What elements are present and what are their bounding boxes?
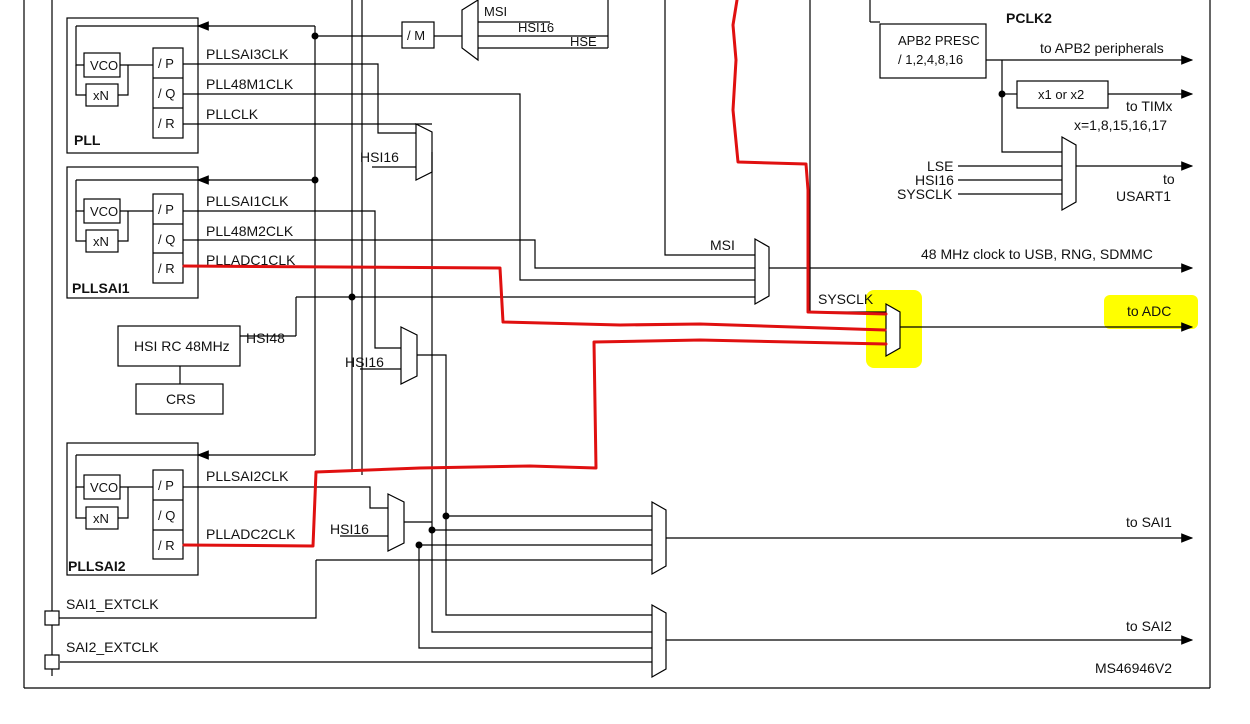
usart-to-label: to [1163, 171, 1175, 187]
apb2-presc-values: / 1,2,4,8,16 [898, 52, 963, 67]
pllsai1-block: VCO xN / P / Q / R PLLSAI1 [66, 166, 315, 299]
usb-output-label: 48 MHz clock to USB, RNG, SDMMC [921, 246, 1153, 262]
hsi16-a-label: HSI16 [360, 149, 399, 165]
pllsai1-p-label: / P [158, 202, 174, 217]
pllsai1-vco-label: VCO [90, 204, 118, 219]
pll-q-label: / Q [158, 86, 175, 101]
red-path-plladc1 [182, 264, 887, 332]
pllclk-label: PLLCLK [206, 106, 259, 122]
pll48m1clk-label: PLL48M1CLK [206, 76, 294, 92]
hsi48-label: HSI48 [246, 330, 285, 346]
pllsai2-p-label: / P [158, 478, 174, 493]
top-msi-label: MSI [484, 4, 507, 19]
pll-block: VCO xN / P / Q / R PLL [66, 17, 315, 154]
to-sai1-label: to SAI1 [1126, 514, 1172, 530]
div-m-label: / M [407, 28, 425, 43]
pll-title: PLL [74, 132, 101, 148]
pllsai1clk-label: PLLSAI1CLK [206, 193, 289, 209]
pllsai1-q-label: / Q [158, 232, 175, 247]
pll-p-label: / P [158, 56, 174, 71]
pllsai2-routing [183, 486, 388, 509]
top-source-mux: / M MSI HSI16 HSE [401, 0, 609, 62]
mux-hsi16-a: HSI16 [360, 123, 652, 531]
pllsai2-title: PLLSAI2 [68, 558, 126, 574]
hsi16-c-label: HSI16 [330, 521, 369, 537]
sai1-mux: to SAI1 [316, 500, 1194, 576]
pll-vco-label: VCO [90, 58, 118, 73]
pll-r-label: / R [158, 116, 175, 131]
to-apb2-label: to APB2 peripherals [1040, 40, 1164, 56]
highlight-to-adc [1104, 295, 1198, 329]
pll48m2clk-label: PLL48M2CLK [206, 223, 294, 239]
pllsai1-r-label: / R [158, 261, 175, 276]
sai2-extclk-label: SAI2_EXTCLK [66, 639, 159, 655]
pllsai2-xn-label: xN [93, 511, 109, 526]
mux-hsi16-c: HSI16 [330, 493, 652, 649]
pllsai2-vco-label: VCO [90, 480, 118, 495]
crs-label: CRS [166, 391, 196, 407]
to-adc-label: to ADC [1127, 303, 1171, 319]
sysclk-adc-label: SYSCLK [818, 291, 874, 307]
usb-mux: MSI 48 MHz clock to USB, RNG, SDMMC [710, 237, 1194, 306]
sai1-extclk-label: SAI1_EXTCLK [66, 596, 159, 612]
vertical-clock-wires [240, 0, 755, 475]
msi-mux-label: MSI [710, 237, 735, 253]
pll-output-routing [183, 0, 755, 349]
red-path-plladc2 [182, 338, 888, 548]
pllsai2-q-label: / Q [158, 508, 175, 523]
top-hsi16-label: HSI16 [518, 20, 554, 35]
timx-values-label: x=1,8,15,16,17 [1074, 117, 1167, 133]
mux-hsi16-b: HSI16 [345, 326, 652, 616]
pclk2-title: PCLK2 [1006, 10, 1052, 26]
usart1-mux: LSE HSI16 SYSCLK to USART1 [897, 135, 1194, 212]
pllsai1-xn-label: xN [93, 234, 109, 249]
diagram-frame [23, 0, 1211, 689]
pll-xn-label: xN [93, 88, 109, 103]
to-sai2-label: to SAI2 [1126, 618, 1172, 634]
hsi-rc-block: HSI RC 48MHz HSI48 CRS [117, 325, 285, 415]
pllsai2clk-label: PLLSAI2CLK [206, 468, 289, 484]
usart1-label: USART1 [1116, 188, 1171, 204]
x1-or-x2-label: x1 or x2 [1038, 87, 1084, 102]
pllsai1-title: PLLSAI1 [72, 280, 130, 296]
ext-clock-pins: SAI1_EXTCLK SAI2_EXTCLK [44, 560, 317, 670]
plladc1clk-label: PLLADC1CLK [206, 252, 296, 268]
pllsai3clk-label: PLLSAI3CLK [206, 46, 289, 62]
apb2-presc-label: APB2 PRESC [898, 33, 980, 48]
hsi16-b-label: HSI16 [345, 354, 384, 370]
red-path-sysclk [731, 0, 888, 316]
to-timx-label: to TIMx [1126, 98, 1172, 114]
pllsai2-block: VCO xN / P / Q / R PLLSAI2 [66, 442, 315, 576]
hsi-rc-label: HSI RC 48MHz [134, 338, 230, 354]
pclk2-region: APB2 PRESC / 1,2,4,8,16 PCLK2 to APB2 pe… [869, 0, 1194, 153]
red-annotations [182, 0, 888, 548]
sai2-mux: to SAI2 [60, 603, 1194, 679]
pllsai2-r-label: / R [158, 538, 175, 553]
hsi16-usart-label: HSI16 [915, 172, 954, 188]
lse-label: LSE [927, 158, 953, 174]
plladc2clk-label: PLLADC2CLK [206, 526, 296, 542]
top-hse-label: HSE [570, 34, 597, 49]
sysclk-usart-label: SYSCLK [897, 186, 953, 202]
figure-id: MS46946V2 [1095, 660, 1172, 676]
